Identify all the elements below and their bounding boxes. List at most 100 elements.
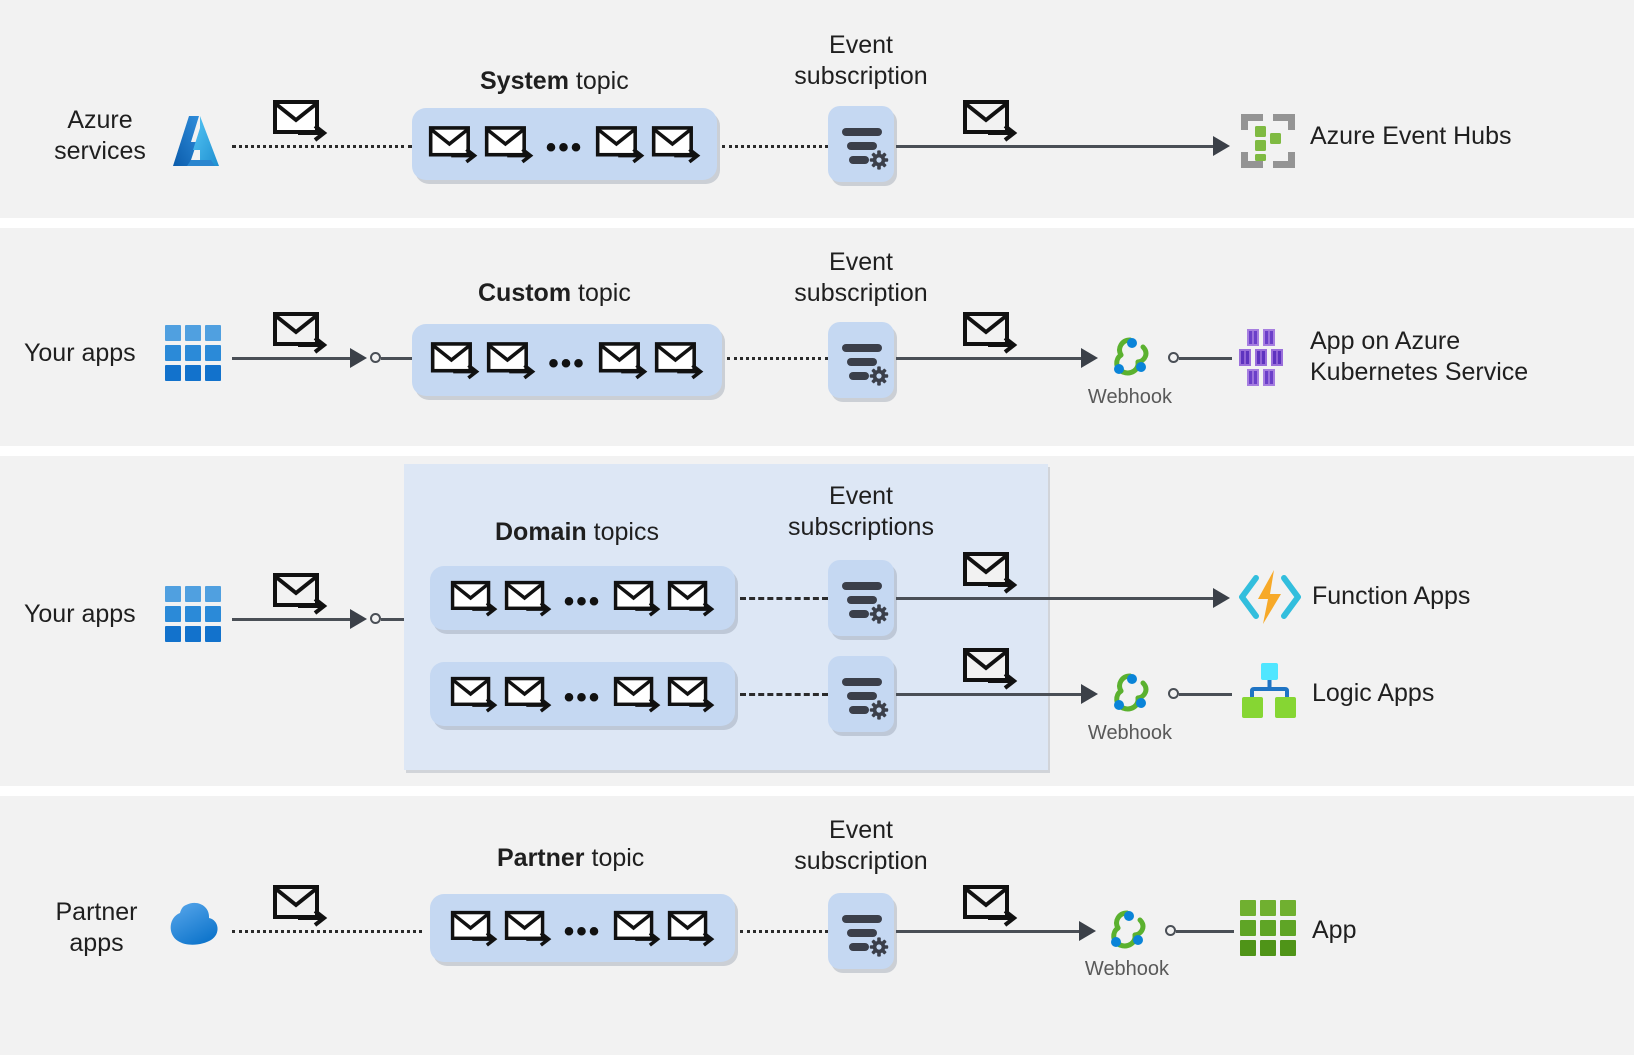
subscription-label-1: Event subscription xyxy=(794,31,928,90)
topic-box-partner[interactable]: ••• xyxy=(430,894,735,962)
arrowhead-3c xyxy=(1081,684,1098,704)
connector-circle-to-topic-2 xyxy=(381,357,413,360)
domain-topic-box-1[interactable]: ••• xyxy=(430,566,735,630)
webhook-icon xyxy=(1103,331,1157,383)
topic-title-custom: Custom topic xyxy=(478,278,631,308)
webhook-label-4: Webhook xyxy=(1084,958,1170,980)
webhook-label-3: Webhook xyxy=(1087,722,1173,744)
connector-topic-to-subscription-1 xyxy=(722,145,828,148)
topic-ellipsis: ••• xyxy=(563,585,602,618)
topic-ellipsis: ••• xyxy=(545,131,584,164)
endpoint-circle-3 xyxy=(370,613,381,624)
envelope-arrow-icon xyxy=(962,550,1018,594)
azure-event-hubs-icon xyxy=(1237,110,1299,172)
azure-logo-icon xyxy=(167,110,225,172)
arrowhead-2b xyxy=(1081,348,1098,368)
topic-title-rest: topic xyxy=(571,279,631,307)
topic-ellipsis: ••• xyxy=(548,347,586,380)
topic-ellipsis: ••• xyxy=(563,681,602,714)
domain-subscription-tile-1[interactable] xyxy=(828,560,894,636)
filter-gear-icon xyxy=(828,560,894,636)
envelope-arrow-icon xyxy=(595,123,645,165)
topic-title-system: System topic xyxy=(480,66,629,96)
source-label-your-apps-custom: Your apps xyxy=(24,339,136,367)
connector-domaintopic2-to-sub2 xyxy=(740,693,828,696)
connector-webhook-to-logic-apps xyxy=(1179,693,1232,696)
envelope-arrow-icon xyxy=(613,674,661,714)
envelope-arrow-icon xyxy=(613,578,661,618)
subscription-label-2: Event subscription xyxy=(794,248,928,307)
source-label-partner-apps: Partner apps xyxy=(55,898,138,957)
topic-box-custom[interactable]: ••• xyxy=(412,324,722,396)
envelope-arrow-icon xyxy=(486,339,536,381)
source-label-your-apps-domain: Your apps xyxy=(24,600,136,628)
row-band-system xyxy=(0,0,1634,218)
target-label-function-apps: Function Apps xyxy=(1312,582,1471,610)
endpoint-circle-2 xyxy=(370,352,381,363)
envelope-arrow-icon xyxy=(428,123,478,165)
logic-apps-icon xyxy=(1240,663,1298,721)
endpoint-circle-4 xyxy=(1165,925,1176,936)
app-grid-blue-icon xyxy=(165,586,223,644)
arrowhead-2a xyxy=(350,348,367,368)
topic-title-bold: Custom xyxy=(478,279,572,307)
target-label-logic-apps: Logic Apps xyxy=(1312,679,1435,707)
row-band-partner xyxy=(0,796,1634,1055)
envelope-arrow-icon xyxy=(272,883,328,927)
subscription-label-4: Event subscription xyxy=(794,816,928,875)
domain-title-rest: topics xyxy=(586,518,659,546)
event-subscription-tile-4[interactable] xyxy=(828,893,894,969)
topic-title-partner: Partner topic xyxy=(497,843,644,873)
connector-sub2-to-webhook xyxy=(896,693,1088,696)
arrowhead-4 xyxy=(1079,921,1096,941)
arrowhead-3a xyxy=(350,609,367,629)
envelope-arrow-icon xyxy=(598,339,648,381)
topic-box-system[interactable]: ••• xyxy=(412,108,717,180)
connector-topic-to-subscription-4 xyxy=(740,930,828,933)
envelope-arrow-icon xyxy=(667,674,715,714)
envelope-arrow-icon xyxy=(272,310,328,354)
target-label-azure-event-hubs: Azure Event Hubs xyxy=(1310,122,1512,150)
webhook-label-2: Webhook xyxy=(1087,386,1173,408)
envelope-arrow-icon xyxy=(272,98,328,142)
topic-ellipsis: ••• xyxy=(563,915,602,948)
endpoint-circle-3b xyxy=(1168,688,1179,699)
event-subscription-tile-2[interactable] xyxy=(828,322,894,398)
event-subscription-tile-1[interactable] xyxy=(828,106,894,182)
domain-topic-box-2[interactable]: ••• xyxy=(430,662,735,726)
connector-subscription-to-webhook-2 xyxy=(896,357,1088,360)
target-label-aks: App on Azure Kubernetes Service xyxy=(1310,327,1529,386)
envelope-arrow-icon xyxy=(504,674,552,714)
envelope-arrow-icon xyxy=(667,578,715,618)
connector-source-to-domain xyxy=(232,618,357,621)
domain-subscription-tile-2[interactable] xyxy=(828,656,894,732)
envelope-arrow-icon xyxy=(651,123,701,165)
function-apps-icon xyxy=(1236,566,1302,628)
aks-icon xyxy=(1238,327,1300,389)
arrowhead-1 xyxy=(1213,136,1230,156)
envelope-arrow-icon xyxy=(272,571,328,615)
domain-subscriptions-label: Event subscriptions xyxy=(788,482,934,541)
source-label-azure-services: Azure services xyxy=(54,106,146,165)
envelope-arrow-icon xyxy=(484,123,534,165)
connector-topic-to-subscription-2 xyxy=(727,357,828,360)
envelope-arrow-icon xyxy=(504,578,552,618)
topic-title-bold: Partner xyxy=(497,844,585,872)
domain-title-bold: Domain xyxy=(495,518,587,546)
connector-source-to-topic-2 xyxy=(232,357,357,360)
connector-webhook-to-app-4 xyxy=(1176,930,1234,933)
filter-gear-icon xyxy=(828,893,894,969)
envelope-arrow-icon xyxy=(450,908,498,948)
connector-source-to-topic-1 xyxy=(232,145,412,148)
endpoint-circle-2b xyxy=(1168,352,1179,363)
envelope-arrow-icon xyxy=(450,674,498,714)
topic-title-bold: System xyxy=(480,67,569,95)
envelope-arrow-icon xyxy=(430,339,480,381)
envelope-arrow-icon xyxy=(667,908,715,948)
envelope-arrow-icon xyxy=(962,646,1018,690)
app-grid-green-icon xyxy=(1240,900,1298,958)
connector-subscription-to-target-1 xyxy=(896,145,1222,148)
connector-webhook-to-target-2 xyxy=(1179,357,1232,360)
topic-title-rest: topic xyxy=(568,67,629,95)
